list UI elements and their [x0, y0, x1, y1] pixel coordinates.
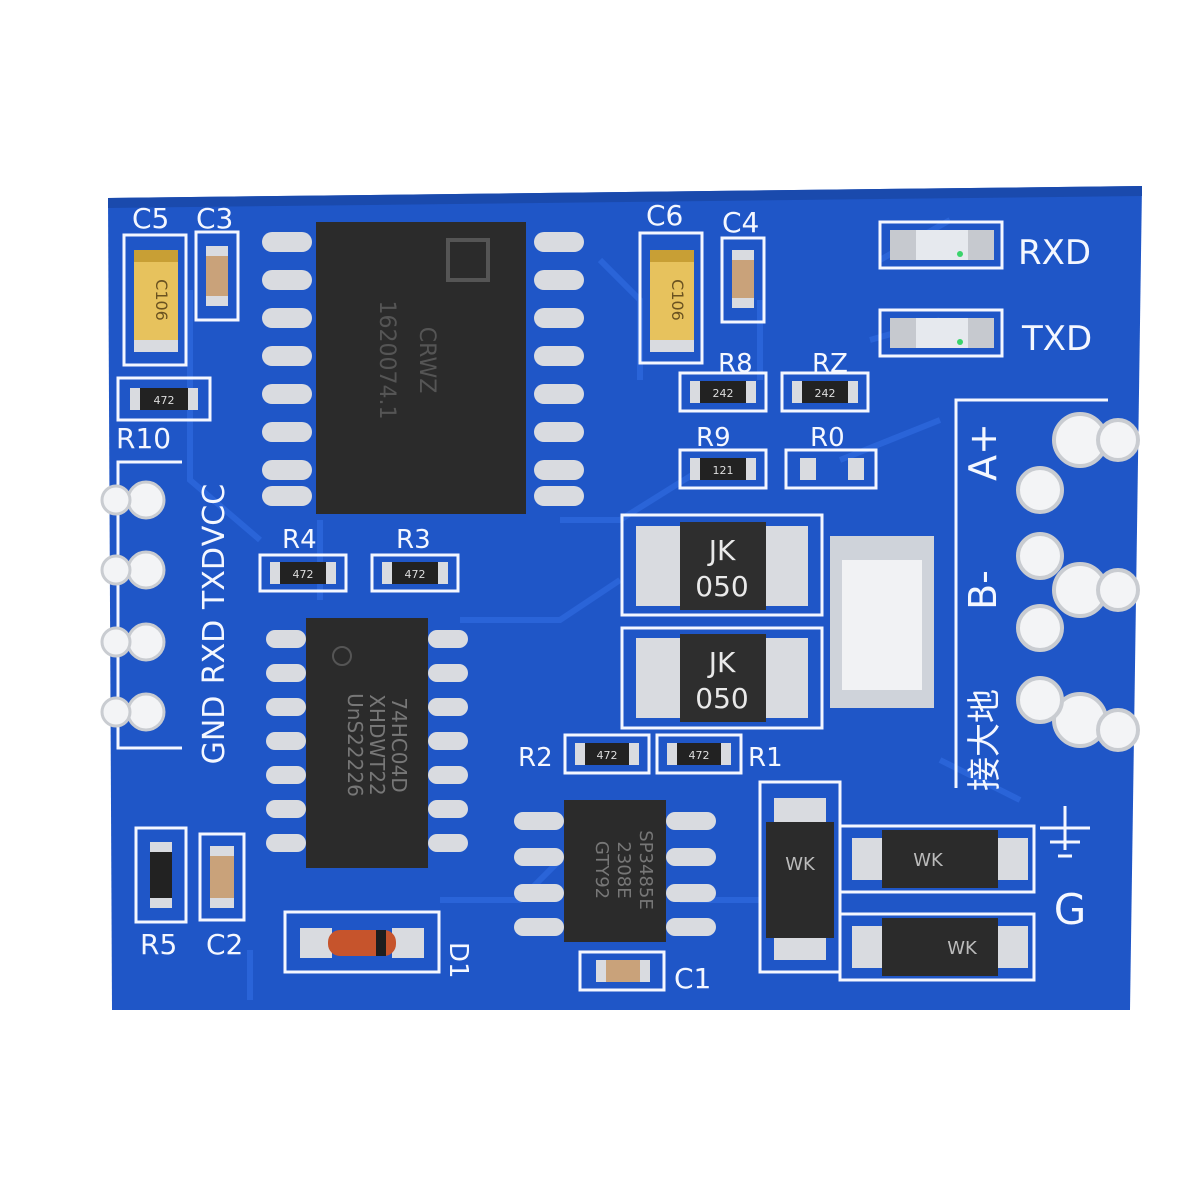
rz-code: 242: [815, 387, 836, 400]
r3-code: 472: [405, 568, 426, 581]
resistor-r9: 121: [690, 458, 756, 480]
r1-code: 472: [689, 749, 710, 762]
label-gnd: GND: [197, 696, 232, 765]
ceramic-capacitor-c3: [206, 246, 228, 306]
ic-sp3485: SP3485E 2308E GTY92: [514, 800, 716, 942]
label-vcc: VCC: [197, 484, 232, 546]
tvs-bottom-mark: WK: [947, 938, 978, 959]
label-c2: C2: [206, 928, 243, 961]
pcb-edge-shade: [108, 186, 1142, 208]
label-txd: TXD: [197, 547, 232, 610]
diode-d1: [300, 928, 424, 958]
label-r4: R4: [282, 525, 317, 555]
label-g: G: [1054, 885, 1087, 934]
ceramic-capacitor-c2: [210, 846, 234, 908]
fuse-top-line2: 050: [695, 570, 748, 603]
74hc-marking-2: XHDWT22: [365, 694, 389, 796]
label-earth: 接大地: [965, 689, 1005, 791]
tantalum-capacitor-c6: C106: [650, 250, 694, 352]
fuse-bottom: JK 050: [636, 634, 808, 722]
r10-code: 472: [154, 394, 175, 407]
r9-code: 121: [713, 464, 734, 477]
resistor-r4: 472: [270, 562, 336, 584]
fuse-top-line1: JK: [707, 534, 736, 567]
tantalum-c5-mark: C106: [152, 279, 171, 321]
sp-marking-3: GTY92: [591, 841, 612, 899]
label-c5: C5: [132, 202, 169, 235]
label-d1: D1: [443, 942, 473, 979]
label-c6: C6: [646, 199, 683, 232]
sp-marking-1: SP3485E: [635, 830, 656, 909]
r4-code: 472: [293, 568, 314, 581]
gas-discharge-tube: [830, 536, 934, 708]
led-rxd: [890, 230, 994, 260]
label-txd-led: TXD: [1021, 319, 1092, 359]
tvs-diode-vertical: WK: [766, 798, 834, 960]
resistor-r8: 242: [690, 381, 756, 403]
led-txd: [890, 318, 994, 348]
tvs-top-mark: WK: [913, 850, 944, 871]
ic-isolator: CRWZ 1620074.1: [262, 222, 584, 514]
resistor-r10: 472: [130, 388, 198, 410]
label-c4: C4: [722, 206, 759, 239]
silkscreen-outlines: [116, 220, 1108, 992]
74hc-marking-3: UnS22226: [343, 693, 367, 797]
label-rxd-led: RXD: [1018, 233, 1091, 273]
label-c3: C3: [196, 202, 233, 235]
label-b-minus: B-: [961, 570, 1005, 610]
fuse-bottom-line1: JK: [707, 646, 736, 679]
fuse-top: JK 050: [636, 522, 808, 610]
tvs-vertical-mark: WK: [785, 854, 816, 875]
ceramic-capacitor-c1: [596, 960, 650, 982]
label-r5: R5: [140, 928, 177, 961]
label-r8: R8: [718, 349, 753, 379]
ceramic-capacitor-c4: [732, 250, 754, 308]
isolator-marking-2: 1620074.1: [374, 301, 399, 420]
r2-code: 472: [597, 749, 618, 762]
label-r10: R10: [116, 422, 171, 455]
resistor-r1: 472: [667, 743, 731, 765]
resistor-r0-pads: [800, 458, 864, 480]
r8-code: 242: [713, 387, 734, 400]
label-r3: R3: [396, 525, 431, 555]
label-r0: R0: [810, 423, 845, 453]
sp-marking-2: 2308E: [613, 841, 634, 898]
label-a-plus: A+: [961, 423, 1005, 481]
resistor-rz: 242: [792, 381, 858, 403]
label-r1: R1: [748, 743, 783, 773]
terminal-pads-right: [1016, 412, 1140, 752]
label-r9: R9: [696, 423, 731, 453]
isolator-marking-1: CRWZ: [414, 327, 439, 394]
pin-header-left: [100, 480, 166, 732]
resistor-r5: [150, 842, 172, 908]
label-c1: C1: [674, 962, 711, 995]
tvs-diode-top: WK: [852, 830, 1028, 888]
label-r2: R2: [518, 743, 553, 773]
resistor-r2: 472: [575, 743, 639, 765]
tvs-diode-bottom: WK: [852, 918, 1028, 976]
fuse-bottom-line2: 050: [695, 682, 748, 715]
resistor-r3: 472: [382, 562, 448, 584]
ic-74hc04: 74HC04D XHDWT22 UnS22226: [266, 618, 468, 868]
tantalum-c6-mark: C106: [668, 279, 687, 321]
label-rxd: RXD: [197, 620, 232, 685]
label-rz: RZ: [812, 349, 848, 379]
tantalum-capacitor-c5: C106: [134, 250, 178, 352]
74hc-marking-1: 74HC04D: [387, 697, 411, 792]
